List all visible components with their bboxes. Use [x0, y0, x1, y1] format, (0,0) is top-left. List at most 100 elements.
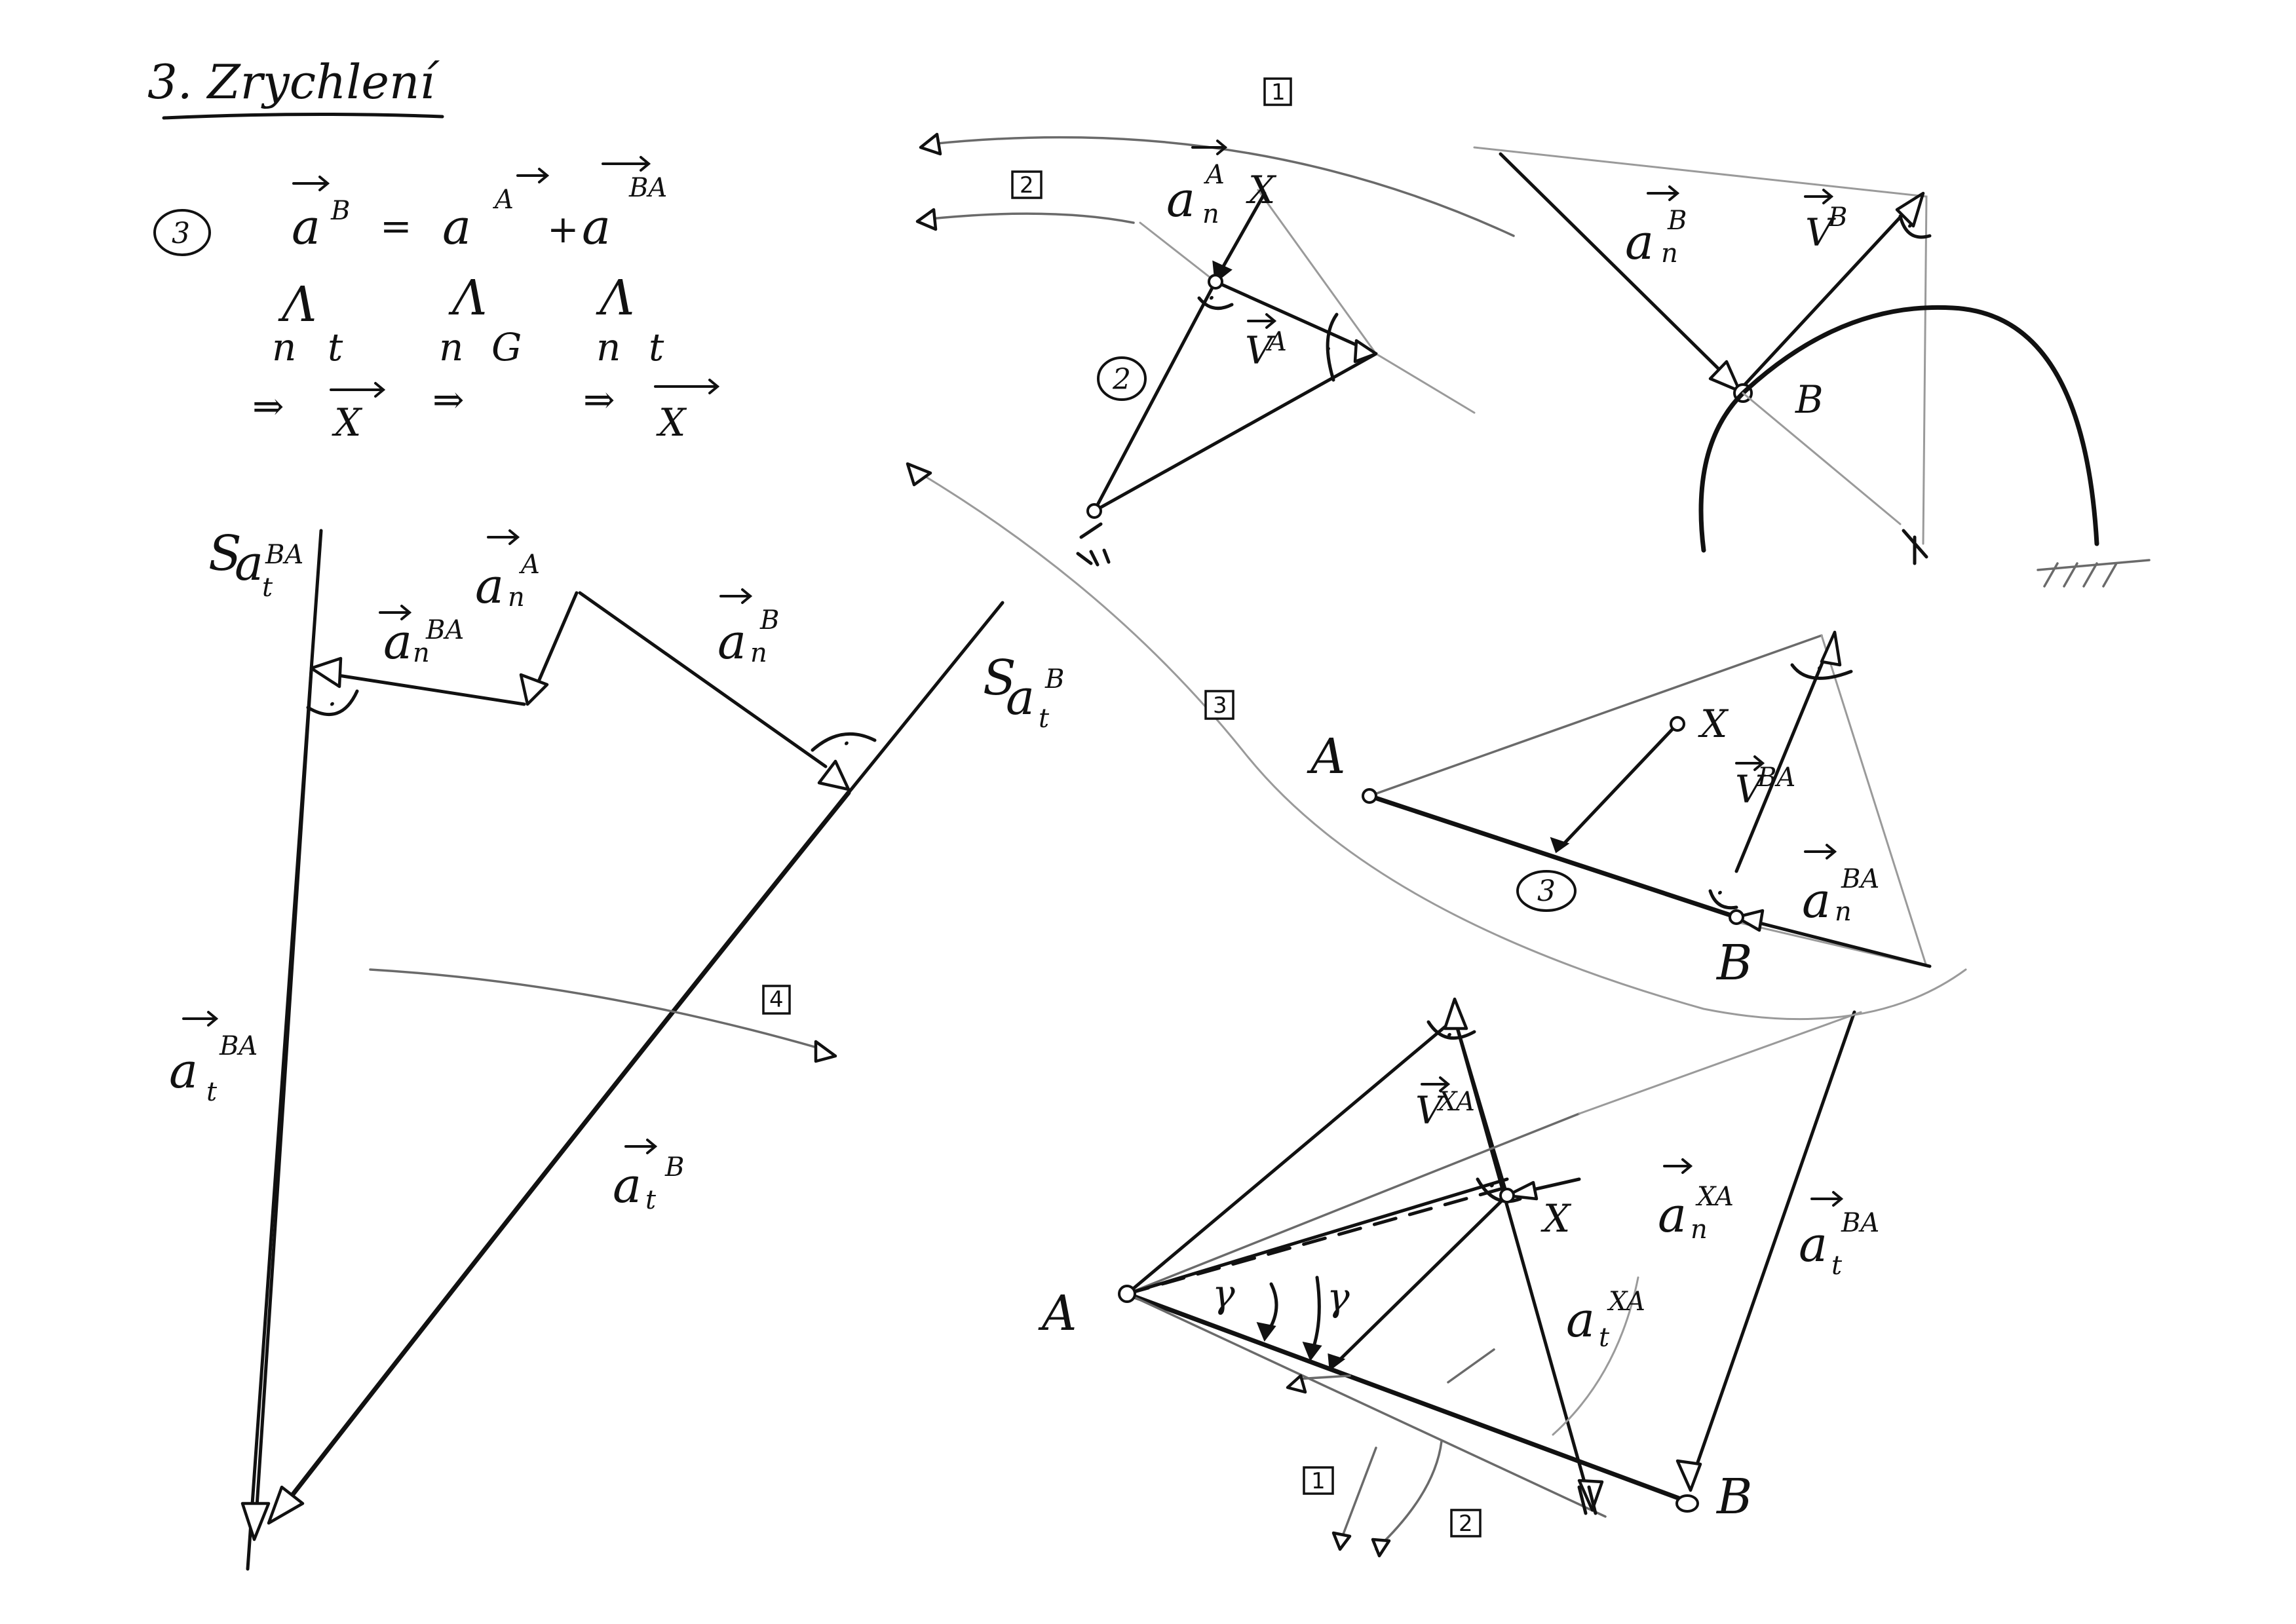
col2-known: ⇒	[432, 377, 465, 422]
mech-va-arrowhead	[1353, 339, 1378, 364]
tri-an-ba-sup: BA	[1841, 864, 1879, 894]
low-guide-1-arrowhead	[1331, 1531, 1352, 1551]
tri-x-label: X	[1698, 702, 1729, 746]
marker-box-1-bottom	[1303, 1466, 1334, 1495]
marker-box-2-bottom-label: 2	[1459, 1511, 1473, 1537]
lhs-symbol: a	[292, 199, 320, 255]
low-an-xa-sub: n	[1691, 1215, 1708, 1245]
page-title: 3. Zrychlení	[147, 54, 440, 109]
ground-hatch	[1076, 522, 1111, 567]
right-angle-mark: ·	[1715, 877, 1725, 910]
arch-ground-hatch	[2037, 559, 2151, 588]
low-at-xa-sup: XA	[1607, 1287, 1645, 1317]
low-a-faint-edge	[1126, 1112, 1580, 1295]
tri-bottom-edge	[1367, 793, 1739, 920]
tri-an-ba-shaft	[1734, 915, 1932, 968]
tri-an-ba-sub: n	[1835, 897, 1852, 927]
low-x-link-mark	[1328, 1353, 1346, 1371]
acceleration-polygon: · · S a t BA a n BA a n A a n B S a t B …	[169, 525, 1064, 1571]
vector-arrow-mark	[1191, 140, 1228, 155]
an-b-sup: B	[759, 605, 779, 635]
vector-arrow-mark	[624, 1139, 658, 1154]
low-an-xa-label: a	[1658, 1187, 1687, 1243]
right-angle-mark: ·	[1207, 282, 1216, 315]
mech-an-a-label: a	[1166, 172, 1195, 228]
col3-t: t	[649, 325, 664, 369]
at-b-arrowhead	[267, 1485, 305, 1525]
vector-arrow-mark	[719, 588, 753, 604]
term2-superscript: BA	[628, 173, 667, 203]
tri-joint-a	[1362, 788, 1377, 804]
tri-vba-label: V	[1735, 767, 1766, 812]
vector-arrow-mark	[182, 1011, 219, 1027]
low-top-faint	[1578, 1011, 1862, 1115]
low-at-ba-label: a	[1799, 1217, 1827, 1273]
col1-t: t	[328, 325, 343, 369]
right-angle-mark: ·	[1905, 210, 1915, 243]
guide-4-arrowhead	[814, 1040, 837, 1063]
low-x-link	[1331, 1194, 1509, 1368]
low-at-xa-sub: t	[1599, 1323, 1610, 1353]
gamma-label-2: γ	[1327, 1275, 1350, 1319]
link-left-edge	[1092, 280, 1217, 513]
velocity-triangle: · · 3 A X V BA a n BA B	[1307, 630, 1932, 991]
tri-a-label: A	[1307, 728, 1345, 785]
low-a-label: A	[1038, 1285, 1077, 1342]
low-a-vxa-edge	[1125, 1017, 1457, 1296]
mech-an-b-sup: B	[1667, 206, 1687, 236]
vector-arrow-mark	[1647, 185, 1680, 201]
joint-ground	[1086, 503, 1102, 519]
title-underline	[162, 112, 444, 120]
mech-va-sup: A	[1265, 327, 1287, 357]
col3-known: ⇒	[583, 377, 615, 422]
vector-arrow-mark	[1735, 755, 1765, 771]
low-guide-2-arrowhead	[1371, 1538, 1391, 1558]
vector-arrow-mark	[1247, 313, 1277, 329]
gamma-label-1: γ	[1212, 1272, 1235, 1316]
s-at-ba-sub: t	[262, 573, 273, 603]
mech-vb-sup: B	[1827, 202, 1847, 233]
an-b-shaft	[578, 591, 828, 768]
mechanism-sketch: 1 2 · · 2 a n A X V A	[915, 77, 2151, 588]
low-small-stroke	[1296, 1374, 1351, 1380]
col1-n: n	[272, 325, 296, 369]
right-angle-arc	[1708, 889, 1738, 910]
an-a-label: a	[475, 558, 504, 614]
link-extension	[1257, 189, 1476, 414]
mech-vb-arrowhead	[1895, 191, 1925, 228]
vector-arrow-mark	[1804, 189, 1834, 204]
at-ba-sub: t	[206, 1077, 218, 1107]
an-a-sup: A	[518, 550, 540, 580]
low-x-label: X	[1540, 1196, 1572, 1241]
s-at-ba-sym: S	[208, 525, 242, 582]
tri-x-link-mark	[1550, 837, 1570, 854]
mech-an-b-shaft	[1499, 152, 1732, 382]
low-guide-2	[1375, 1440, 1443, 1551]
guide-2-arrowhead	[915, 208, 938, 231]
right-angle-arc	[811, 732, 877, 752]
s-at-b-sup: B	[1044, 664, 1064, 694]
s-at-ba-label: a	[235, 535, 263, 592]
low-vxa-sup: XA	[1436, 1087, 1475, 1117]
marker-box-1-bottom-label: 1	[1311, 1468, 1326, 1494]
tri-b-label: B	[1715, 935, 1752, 991]
low-at-xa-double-mark	[1577, 1485, 1598, 1515]
angle-arc-1-head	[1256, 1321, 1276, 1342]
tri-top-edge	[1368, 634, 1823, 797]
marker-box-1-label: 1	[1271, 79, 1286, 105]
tri-joint-b	[1729, 909, 1744, 925]
marker-box-3	[1204, 690, 1234, 720]
s-at-ba-sup: BA	[265, 540, 303, 570]
tri-joint-x	[1670, 716, 1685, 732]
term1-superscript: A	[492, 185, 514, 215]
low-small-arrowhead	[1286, 1374, 1307, 1394]
col1-unknown: X	[332, 400, 363, 445]
low-guide-1	[1339, 1446, 1377, 1544]
col3-n: n	[596, 325, 621, 369]
an-ba-arrowhead	[309, 656, 343, 689]
low-at-ba-arrowhead	[1675, 1459, 1702, 1492]
arch-center-mark	[1902, 529, 1928, 565]
term2-symbol: a	[582, 199, 611, 255]
equation-marker-circle	[153, 209, 211, 256]
